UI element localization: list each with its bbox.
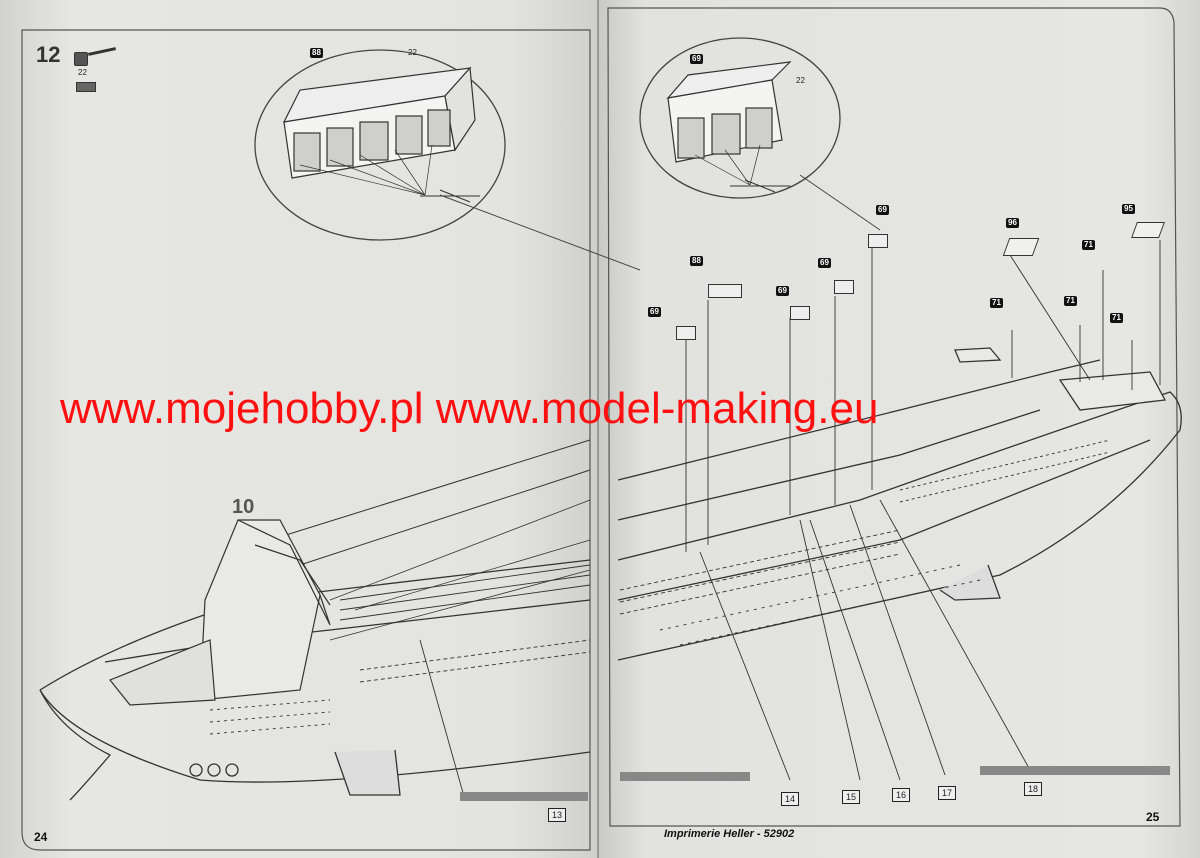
paint-pot-icon xyxy=(74,52,88,66)
paint-reference: 22 xyxy=(78,68,87,77)
part-label-69: 69 xyxy=(776,286,789,296)
sequence-strip-right xyxy=(620,772,750,781)
part-label-69: 69 xyxy=(876,205,889,215)
sequence-strip-right-2 xyxy=(980,766,1170,775)
watermark-text: www.mojehobby.pl www.model-making.eu xyxy=(60,384,879,433)
right-callout-part xyxy=(666,61,792,193)
right-page-frame xyxy=(607,7,1181,827)
sequence-strip-left xyxy=(460,792,588,801)
part-label-71: 71 xyxy=(1064,296,1077,306)
sub-step-number: 10 xyxy=(232,496,255,518)
right-callout-part-label: 69 xyxy=(690,54,703,64)
part-69-drawing xyxy=(790,306,810,320)
part-label-71: 71 xyxy=(1110,313,1123,323)
part-label-69: 69 xyxy=(648,307,661,317)
right-callout-circle xyxy=(639,37,841,199)
left-callout-part xyxy=(282,66,480,203)
part-label-95: 95 xyxy=(1122,204,1135,214)
part-label-96: 96 xyxy=(1006,218,1019,228)
sequence-box-14: 14 xyxy=(781,792,800,806)
left-page-frame xyxy=(21,29,591,851)
sequence-box-15: 15 xyxy=(842,790,861,804)
part-label-71: 71 xyxy=(990,298,1003,308)
sequence-box-18: 18 xyxy=(1024,782,1043,796)
part-69-drawing xyxy=(868,234,888,248)
part-88-drawing xyxy=(708,284,742,298)
left-page-number: 24 xyxy=(34,830,48,844)
left-callout-paint-label: 22 xyxy=(408,48,417,57)
part-label-88: 88 xyxy=(690,256,703,266)
publisher-imprint: Imprimerie Heller - 52902 xyxy=(664,828,795,840)
part-95-drawing xyxy=(1131,222,1165,238)
sequence-box-17: 17 xyxy=(938,786,957,800)
part-label-71: 71 xyxy=(1082,240,1095,250)
part-69-drawing xyxy=(676,326,696,340)
window-rows xyxy=(209,439,1111,735)
part-label-69: 69 xyxy=(818,258,831,268)
superstructure-funnel xyxy=(109,519,331,706)
leader-lines xyxy=(419,240,1161,801)
left-callout-circle xyxy=(254,49,506,241)
sequence-box-16: 16 xyxy=(892,788,911,802)
part-69-drawing xyxy=(834,280,854,294)
left-callout-part-label: 88 xyxy=(310,48,323,58)
right-page-number: 25 xyxy=(1146,810,1160,824)
hull-right xyxy=(617,347,1182,661)
right-callout-paint-label: 22 xyxy=(796,76,805,85)
step-number: 12 xyxy=(36,42,61,67)
sequence-box-13: 13 xyxy=(548,808,567,822)
glue-tube-icon xyxy=(76,82,96,92)
